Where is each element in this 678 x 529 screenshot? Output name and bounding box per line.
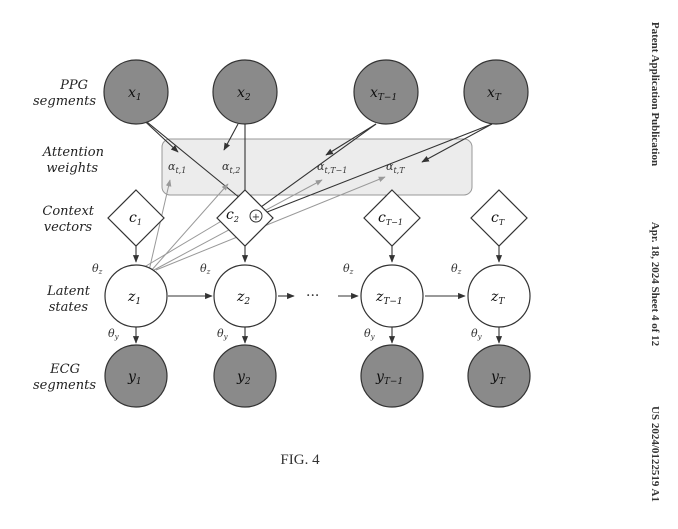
ecg-node-3: yT−1 (360, 344, 424, 408)
context-node-1: c1 (107, 189, 165, 247)
context-node-2: c2 + (216, 189, 274, 247)
label-ecg-line2: segments (33, 378, 96, 393)
theta-y-labels: θy θy θy θy (108, 327, 483, 341)
svg-text:yT−1: yT−1 (375, 369, 403, 387)
ecg-node-2: y2 (213, 344, 277, 408)
ppg-node-4: xT (463, 59, 529, 125)
label-latent-line2: states (49, 300, 89, 315)
ppg-node-2: x2 (212, 59, 278, 125)
svg-text:θz: θz (92, 262, 103, 276)
svg-text:c2: c2 (226, 207, 239, 224)
sidebar-number: US 2024/0122519 A1 (649, 406, 661, 502)
theta-z-labels: θz θz θz θz (92, 262, 462, 276)
svg-text:y2: y2 (236, 369, 251, 387)
label-context-line1: Context (42, 204, 94, 219)
latent-node-4: zT (467, 264, 531, 328)
ellipsis: ··· (306, 288, 319, 304)
svg-text:c1: c1 (129, 210, 142, 227)
context-node-4: cT (470, 189, 528, 247)
ecg-node-4: yT (467, 344, 531, 408)
attention-input-arrows (135, 112, 493, 215)
sidebar-date-sheet: Apr. 18, 2024 Sheet 4 of 12 (649, 221, 661, 347)
ecg-node-1: y1 (104, 344, 168, 408)
svg-text:x2: x2 (237, 85, 251, 103)
latent-node-1: z1 (104, 264, 168, 328)
row-labels: PPG segments Attention weights Context v… (33, 78, 104, 393)
attention-weight-3: αt,T−1 (317, 160, 347, 175)
svg-text:zT: zT (490, 289, 505, 307)
ppg-nodes: x1 x2 xT−1 xT (103, 59, 529, 125)
figure-caption: FIG. 4 (280, 452, 320, 468)
ecg-nodes: y1 y2 yT−1 yT (104, 344, 531, 408)
svg-text:zT−1: zT−1 (375, 289, 403, 307)
context-nodes: c1 c2 + cT−1 cT (107, 189, 528, 247)
attention-weights: αt,1 αt,2 αt,T−1 αt,T (168, 160, 405, 175)
svg-text:θz: θz (451, 262, 462, 276)
svg-text:θz: θz (343, 262, 354, 276)
svg-text:θy: θy (217, 327, 229, 341)
vertical-arrows (132, 124, 503, 344)
label-ecg-line1: ECG (49, 362, 80, 377)
svg-text:θz: θz (200, 262, 211, 276)
latent-node-3: zT−1 (360, 264, 424, 328)
ppg-node-1: x1 (103, 59, 169, 125)
patent-sidebar: Patent Application Publication Apr. 18, … (640, 0, 670, 529)
svg-text:θy: θy (471, 327, 483, 341)
svg-text:xT: xT (487, 85, 502, 103)
label-latent-line1: Latent (46, 284, 91, 299)
svg-text:xT−1: xT−1 (370, 85, 397, 103)
svg-text:yT: yT (490, 369, 506, 387)
attention-weight-4: αt,T (386, 160, 405, 175)
svg-text:z2: z2 (236, 289, 250, 307)
context-node-3: cT−1 (363, 189, 421, 247)
label-attention-line2: weights (46, 161, 98, 176)
sidebar-publication: Patent Application Publication (649, 21, 661, 167)
svg-text:θy: θy (364, 327, 376, 341)
svg-text:z1: z1 (127, 289, 141, 307)
latent-node-2: z2 (213, 264, 277, 328)
svg-text:cT−1: cT−1 (378, 210, 403, 227)
svg-text:cT: cT (491, 210, 505, 227)
svg-text:y1: y1 (127, 369, 142, 387)
latent-nodes: z1 z2 zT−1 zT (104, 264, 531, 328)
svg-text:θy: θy (108, 327, 120, 341)
ppg-node-3: xT−1 (353, 59, 419, 125)
attention-weight-2: αt,2 (222, 160, 240, 175)
label-context-line2: vectors (44, 220, 93, 235)
sum-node (249, 209, 263, 223)
label-ppg-line2: segments (33, 94, 96, 109)
attention-weight-1: αt,1 (168, 160, 186, 175)
label-attention-line1: Attention (42, 145, 104, 160)
label-ppg-line1: PPG (59, 78, 88, 93)
svg-text:x1: x1 (128, 85, 142, 103)
sum-symbol: + (252, 212, 260, 223)
